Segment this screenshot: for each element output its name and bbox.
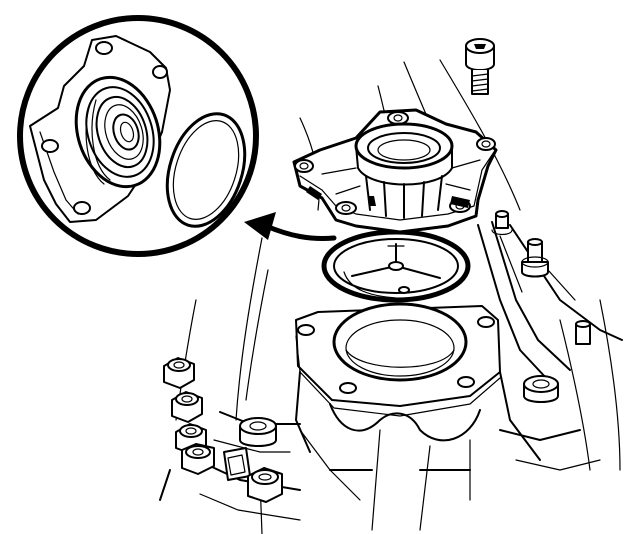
stud-icon	[521, 238, 549, 278]
case-bolts	[163, 210, 591, 503]
hex-bolt-icon	[247, 467, 283, 503]
hex-bolt-icon	[163, 357, 195, 389]
bearing-retainer-housing	[292, 108, 498, 234]
stud-icon	[491, 210, 513, 236]
hex-bolt-icon	[181, 443, 215, 475]
bushing-icon	[523, 375, 559, 403]
o-ring-seal	[321, 229, 471, 303]
transmission-case	[159, 59, 623, 534]
detail-magnifier	[17, 15, 259, 257]
stud-icon	[575, 320, 591, 345]
bushing-icon	[239, 417, 277, 447]
detail-arrow	[244, 212, 337, 241]
hex-bolt-icon	[171, 391, 203, 423]
bolt	[465, 38, 495, 95]
